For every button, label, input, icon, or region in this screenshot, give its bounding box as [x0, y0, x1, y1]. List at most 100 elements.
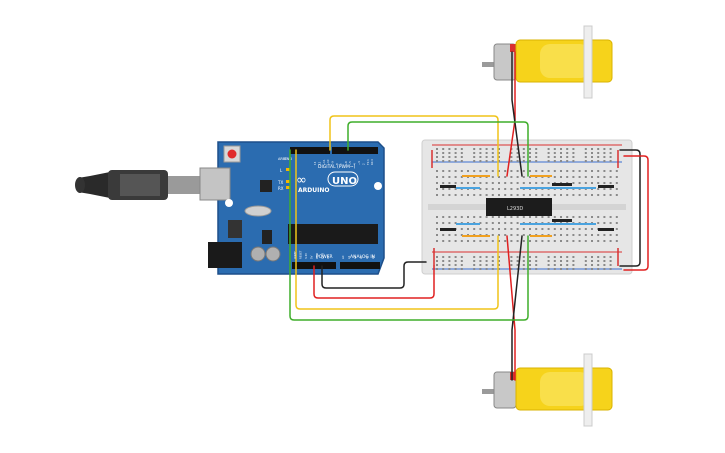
analog-pin-label: A1: [347, 255, 351, 259]
wire-red-right-rail: [623, 155, 649, 271]
breadboard-hole: [454, 222, 457, 224]
breadboard-hole: [560, 228, 562, 230]
breadboard-hole: [498, 188, 500, 190]
breadboard-hole: [584, 268, 587, 270]
breadboard-hole: [473, 156, 476, 158]
breadboard-hole: [566, 216, 569, 218]
breadboard-hole: [566, 152, 569, 154]
breadboard-hole: [491, 260, 494, 262]
breadboard-hole: [460, 194, 463, 196]
motor-terminal: [510, 44, 518, 52]
breadboard-hole: [510, 268, 513, 270]
arduino-brand-label: ARDUINO: [298, 187, 329, 194]
breadboard-hole: [473, 194, 476, 196]
breadboard-hole: [584, 216, 587, 218]
breadboard-hole: [597, 160, 600, 162]
breadboard-hole: [442, 268, 445, 270]
breadboard-hole: [603, 188, 606, 190]
breadboard-hole: [603, 182, 606, 184]
breadboard-hole: [510, 240, 513, 242]
breadboard-hole: [510, 156, 513, 158]
breadboard-hole: [436, 264, 438, 266]
breadboard-hole: [442, 194, 445, 196]
breadboard-hole: [436, 268, 438, 270]
breadboard-hole: [591, 234, 593, 236]
breadboard-hole: [516, 256, 519, 258]
breadboard-hole: [479, 170, 482, 172]
breadboard-hole: [609, 170, 612, 172]
l293d-chip-label: L293D: [507, 206, 523, 212]
breadboard-hole: [448, 240, 451, 242]
breadboard-hole: [522, 240, 525, 242]
breadboard-hole: [436, 156, 438, 158]
breadboard-hole: [473, 240, 476, 242]
breadboard-hole: [498, 160, 500, 162]
breadboard-hole: [603, 170, 606, 172]
breadboard-hole: [584, 240, 587, 242]
breadboard-hole: [510, 260, 513, 262]
breadboard-hole: [566, 194, 569, 196]
wire-red-bottom-motor: [506, 235, 516, 381]
breadboard-hole: [498, 194, 500, 196]
breadboard-hole: [479, 152, 482, 154]
breadboard-hole: [578, 216, 581, 218]
breadboard-hole: [442, 160, 445, 162]
breadboard-hole: [467, 216, 469, 218]
breadboard-hole: [547, 194, 550, 196]
breadboard-hole: [491, 194, 494, 196]
breadboard-hole: [572, 260, 575, 262]
breadboard-hole: [560, 260, 562, 262]
breadboard-hole: [591, 240, 593, 242]
led-l: [286, 168, 290, 171]
breadboard-hole: [541, 240, 544, 242]
wire-black-gnd: [321, 261, 427, 289]
breadboard-hole: [560, 170, 562, 172]
breadboard-hole: [566, 260, 569, 262]
breadboard-hole: [491, 222, 494, 224]
breadboard-hole: [591, 264, 593, 266]
breadboard-hole: [454, 182, 457, 184]
breadboard-hole: [436, 160, 438, 162]
breadboard-hole: [609, 182, 612, 184]
wire-green-bottom: [289, 149, 529, 321]
rail-bridges: [431, 150, 619, 266]
breadboard-hole: [560, 216, 562, 218]
breadboard-hole: [442, 156, 445, 158]
breadboard-hole: [560, 256, 562, 258]
breadboard-hole: [553, 176, 556, 178]
power-pin-label: 3.3V: [304, 253, 308, 259]
breadboard-hole: [597, 176, 600, 178]
breadboard-hole: [603, 240, 606, 242]
breadboard-hole: [442, 260, 445, 262]
usb-cable-strain-relief: [78, 172, 110, 198]
jumpers-lower: [440, 219, 614, 237]
breadboard-hole: [566, 228, 569, 230]
breadboard-hole: [566, 156, 569, 158]
breadboard-hole: [547, 216, 550, 218]
breadboard-hole: [560, 268, 562, 270]
breadboard-hole: [566, 268, 569, 270]
breadboard-hole: [460, 170, 463, 172]
breadboard-hole: [473, 216, 476, 218]
breadboard-hole: [436, 260, 438, 262]
breadboard-hole: [597, 216, 600, 218]
breadboard-hole: [553, 148, 556, 150]
breadboard-hole: [566, 234, 569, 236]
breadboard-hole: [473, 170, 476, 172]
breadboard-hole: [516, 222, 519, 224]
breadboard-hole: [498, 268, 500, 270]
breadboard-hole: [609, 156, 612, 158]
model-label-box: [327, 171, 359, 187]
breadboard-hole: [479, 268, 482, 270]
breadboard-hole: [491, 228, 494, 230]
breadboard-hole: [529, 182, 531, 184]
power-pin-label: GND: [315, 253, 319, 259]
breadboard-hole: [473, 148, 476, 150]
wire-black-top-motor: [511, 51, 523, 177]
breadboard-hole: [479, 228, 482, 230]
breadboard-hole: [485, 216, 488, 218]
breadboard-hole: [535, 160, 538, 162]
breadboard-hole: [560, 160, 562, 162]
icsp-header: [262, 230, 272, 244]
